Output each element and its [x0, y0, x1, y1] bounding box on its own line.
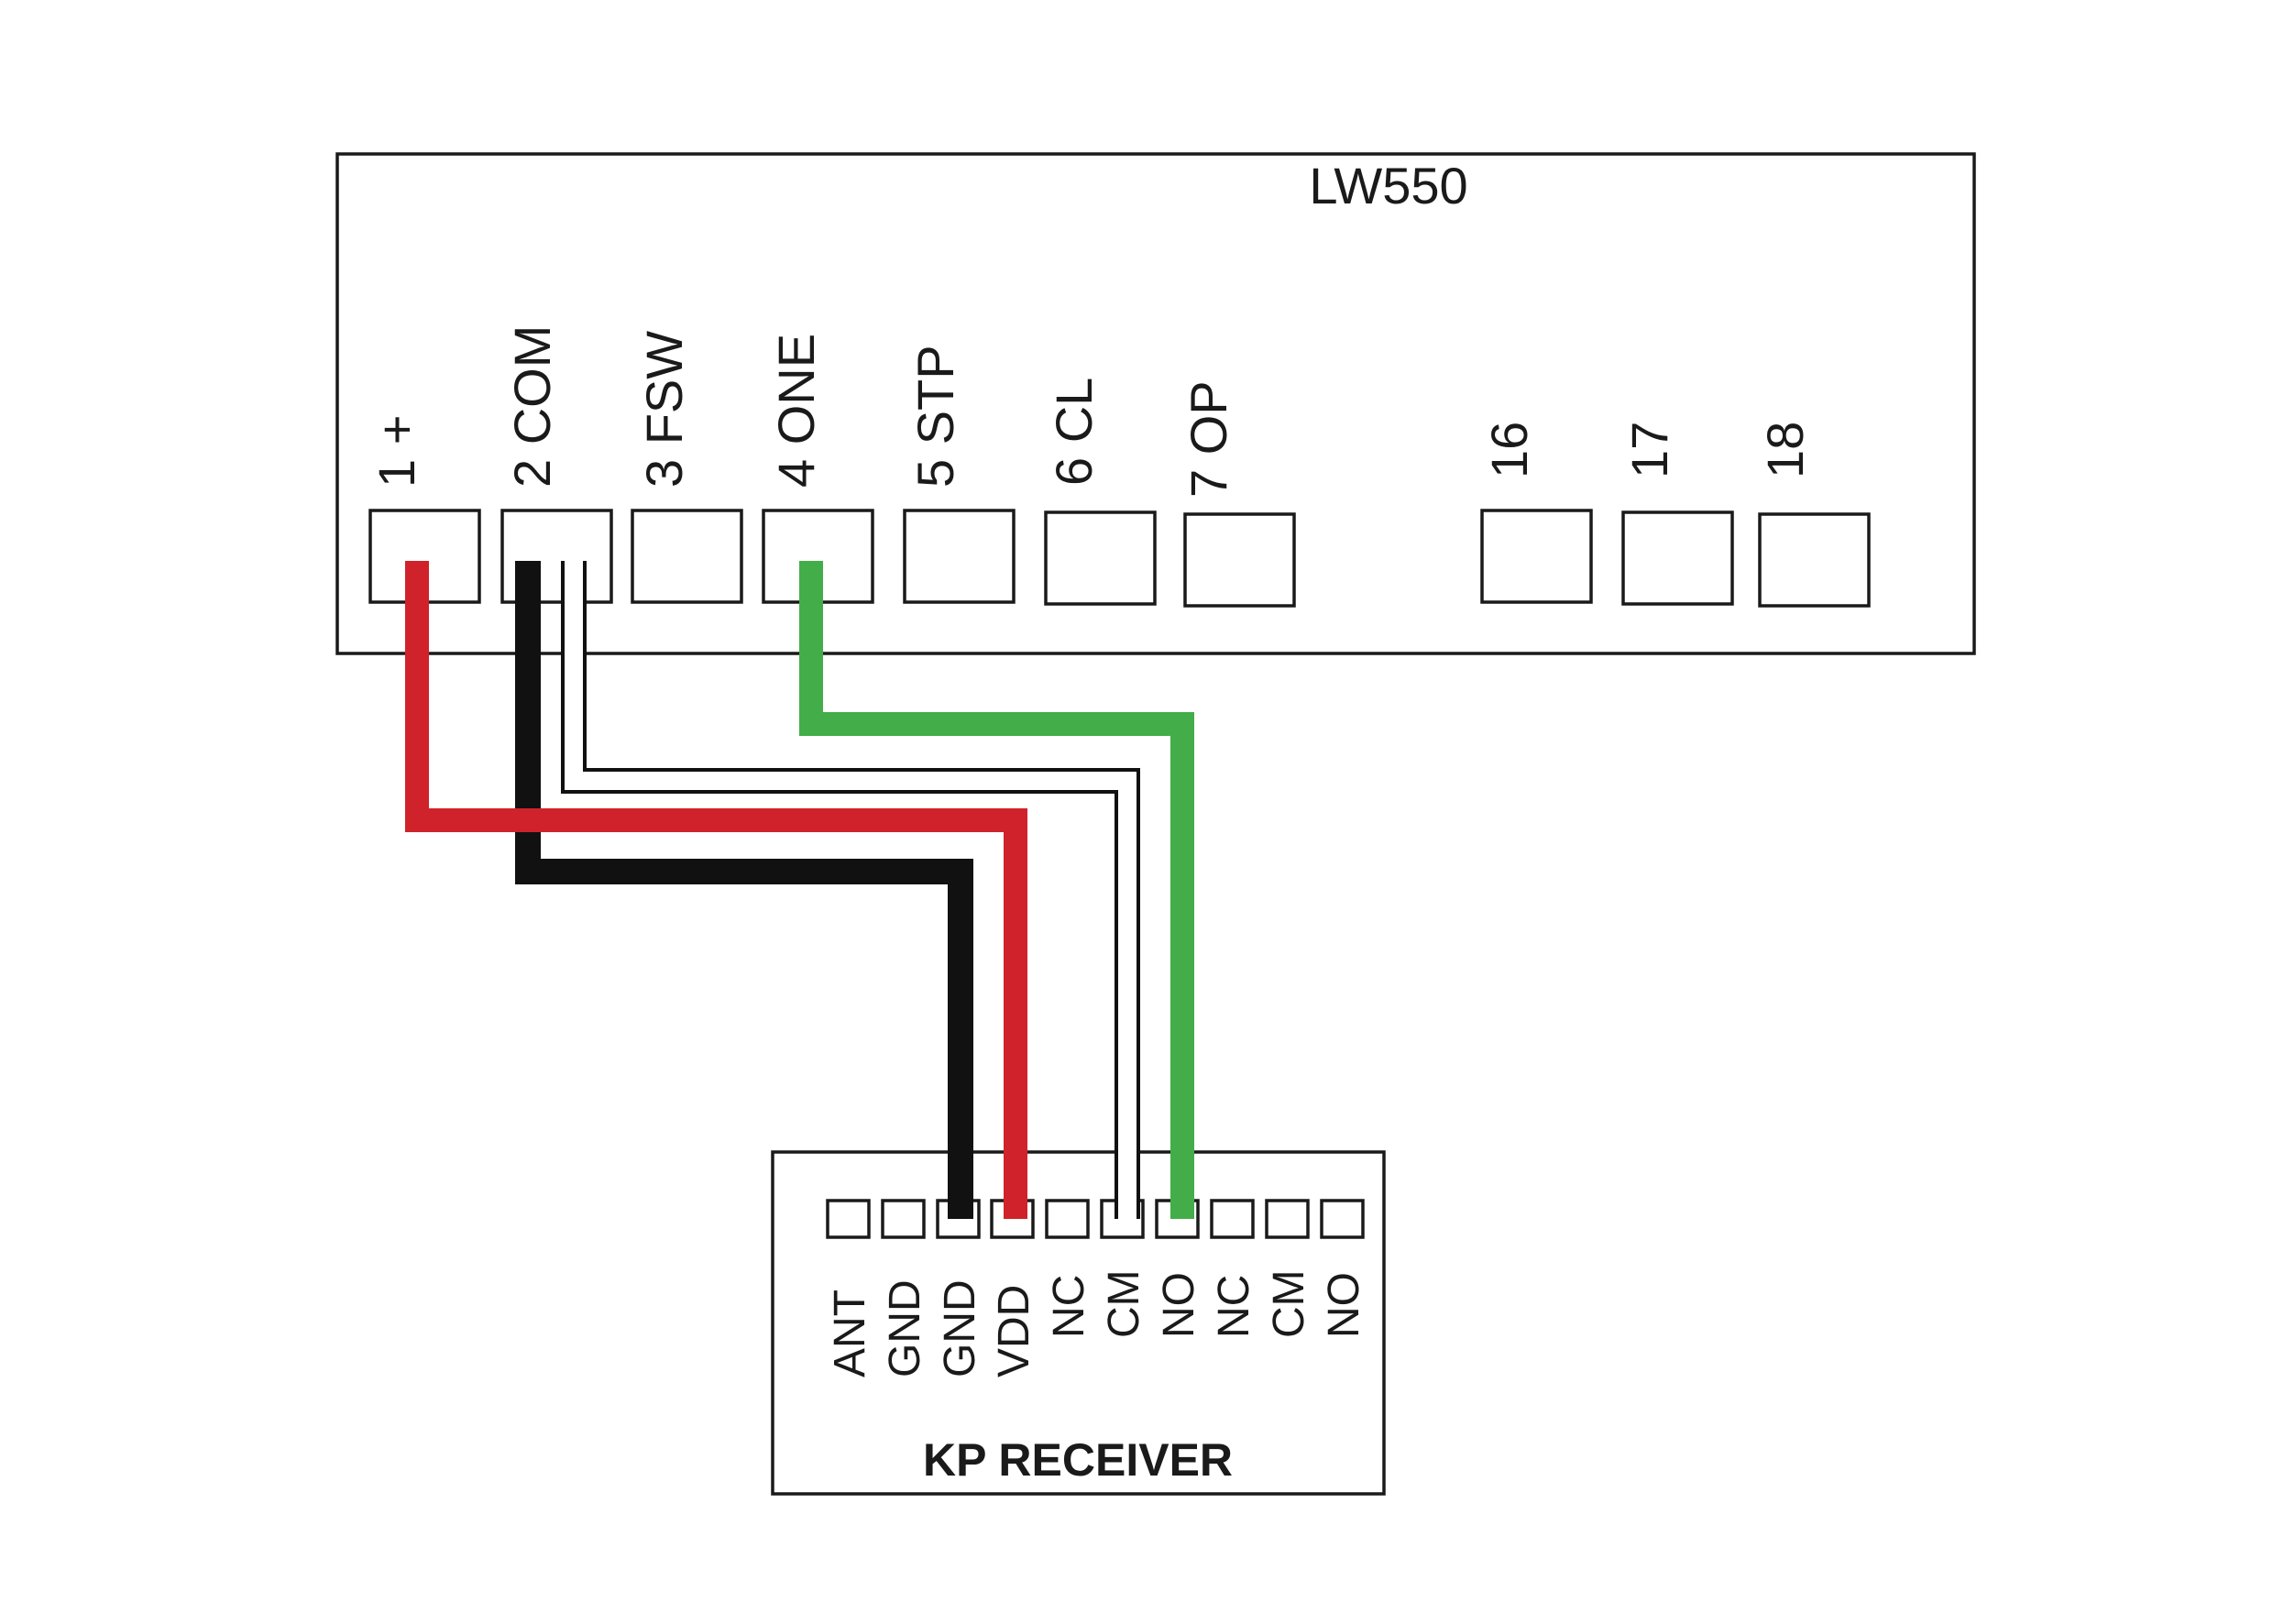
terminal-4-label: 4 ONE: [767, 334, 825, 488]
terminal-7-box[interactable]: [1183, 512, 1296, 608]
terminal-1-label: 1 +: [368, 415, 425, 488]
terminal-6-label: 6 CL: [1045, 378, 1103, 486]
pin-ant-label: ANT: [826, 1289, 874, 1377]
white-wire-outline: [561, 561, 1140, 1219]
pin-cm2-label: CM: [1265, 1269, 1313, 1338]
pin-nc2-label: NC: [1210, 1275, 1258, 1338]
terminal-18-box[interactable]: [1758, 512, 1871, 608]
pin-gnd1-label: GND: [881, 1279, 929, 1377]
terminal-16-box[interactable]: [1480, 509, 1593, 604]
lw550-title: LW550: [1309, 157, 1467, 214]
pin-no2-box[interactable]: [1320, 1199, 1365, 1239]
pin-cm2-box[interactable]: [1265, 1199, 1310, 1239]
pin-nc1-box[interactable]: [1045, 1199, 1090, 1239]
terminal-5-label: 5 STP: [906, 345, 964, 488]
pin-ant-box[interactable]: [826, 1199, 871, 1239]
pin-vdd-label: VDD: [990, 1285, 1038, 1377]
kp-receiver-board: KP RECEIVER ANT GND GND VDD NC CM NO NC …: [771, 1150, 1386, 1496]
terminal-17-box[interactable]: [1621, 510, 1734, 606]
terminal-3-label: 3 FSW: [635, 331, 693, 488]
white-wire: [565, 561, 1136, 1219]
black-wire: [515, 561, 973, 1219]
red-wire: [405, 561, 1027, 1219]
pin-gnd2-label: GND: [936, 1279, 984, 1377]
terminal-7-label: 7 OP: [1180, 380, 1237, 498]
terminal-16-label: 16: [1480, 422, 1538, 478]
terminal-6-box[interactable]: [1044, 510, 1157, 606]
lw550-terminal-labels: 1 + 2 COM 3 FSW 4 ONE 5 STP 6 CL 7 OP 16…: [368, 325, 1814, 498]
pin-nc2-box[interactable]: [1210, 1199, 1255, 1239]
kp-receiver-title: KP RECEIVER: [923, 1434, 1233, 1486]
kp-receiver-pin-labels: ANT GND GND VDD NC CM NO NC CM NO: [826, 1269, 1368, 1377]
lw550-terminal-block: [368, 509, 1871, 608]
kp-receiver-outline: [771, 1150, 1386, 1496]
pin-cm1-label: CM: [1100, 1269, 1148, 1338]
pin-no2-label: NO: [1320, 1272, 1368, 1338]
terminal-5-box[interactable]: [903, 509, 1016, 604]
terminal-17-label: 17: [1620, 422, 1678, 478]
pin-nc1-label: NC: [1045, 1275, 1093, 1338]
terminal-2-label: 2 COM: [503, 325, 561, 488]
pin-no1-label: NO: [1155, 1272, 1203, 1338]
terminal-2-box[interactable]: [500, 509, 613, 604]
kp-receiver-pins: [826, 1199, 1365, 1239]
pin-gnd1-box[interactable]: [881, 1199, 926, 1239]
green-wire: [799, 561, 1194, 1219]
terminal-18-label: 18: [1756, 422, 1814, 478]
lw550-outline: [335, 152, 1976, 655]
wires: [405, 561, 1194, 1219]
lw550-board: LW550 1 + 2 COM 3 FSW 4 ONE 5 STP 6 CL 7…: [335, 152, 1976, 655]
terminal-3-box[interactable]: [631, 509, 743, 604]
